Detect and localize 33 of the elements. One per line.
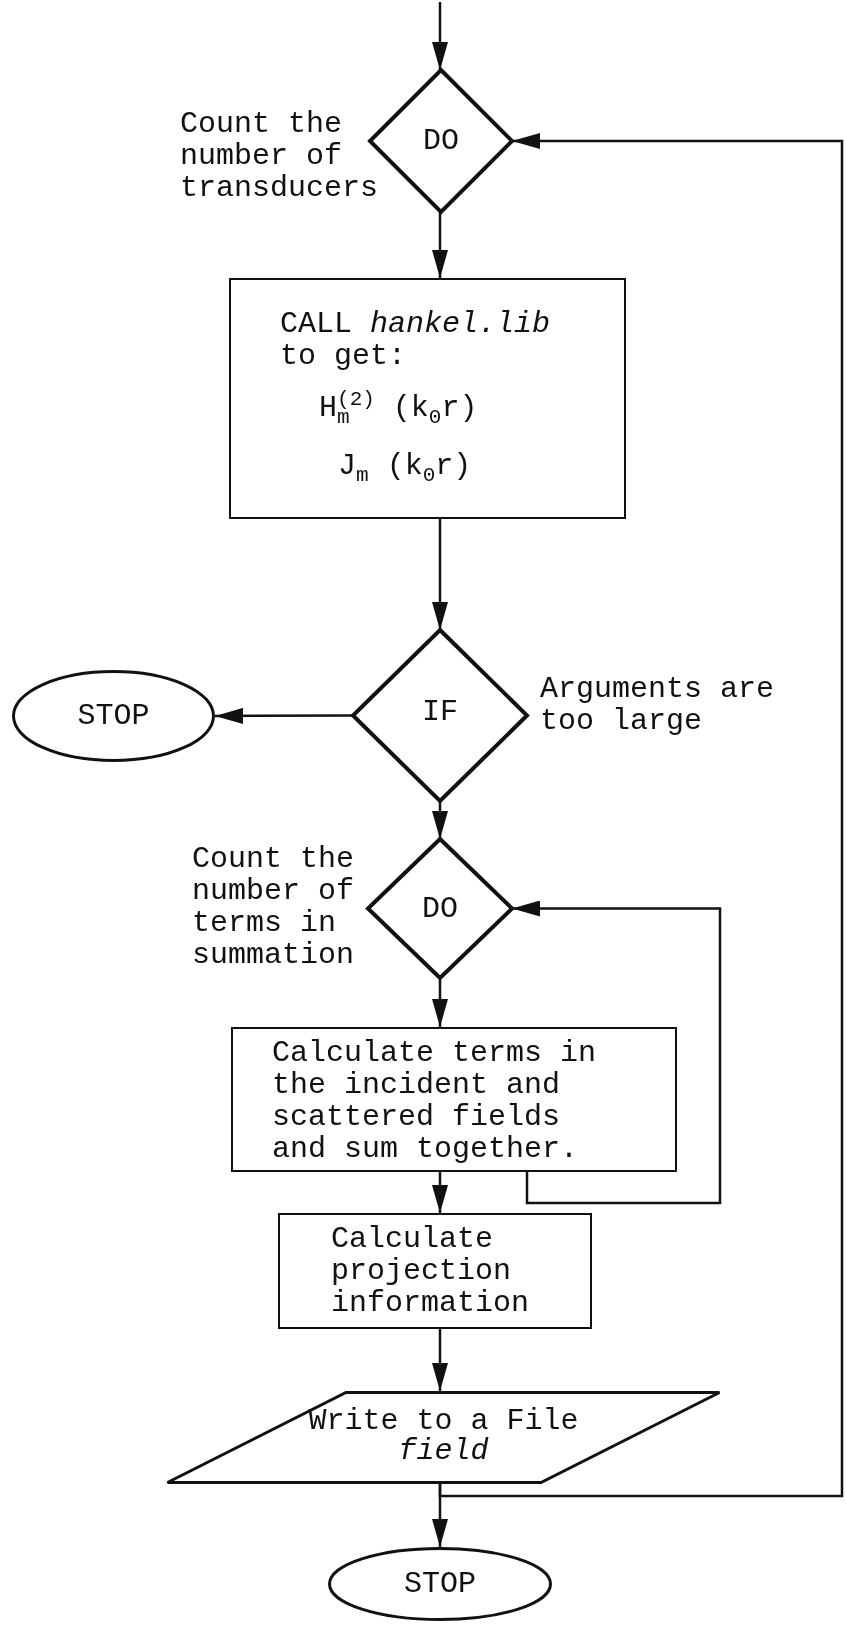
- node-label: Calculate projection information: [331, 1223, 531, 1319]
- node-label: H$_{m}$$^{(2)}$ (k$_{0}$r): [319, 392, 479, 424]
- process-box: [231, 1027, 677, 1172]
- node-label: Write to a File: [307, 1405, 580, 1437]
- node-label: J$_{m}$ (k$_{0}$r): [338, 450, 473, 482]
- annotation-text: Count the number of terms in summation: [192, 843, 356, 971]
- node-label: STOP: [76, 700, 151, 732]
- process-box: [229, 278, 626, 519]
- arrow: [438, 133, 844, 1498]
- arrow: [432, 1172, 448, 1213]
- output-parallelogram: [166, 1391, 721, 1484]
- arrow: [512, 900, 722, 1205]
- arrow: [432, 1329, 448, 1391]
- arrow: [432, 2, 448, 70]
- node-label: DO: [422, 125, 460, 157]
- decision-diamond: [353, 630, 527, 801]
- arrow: [432, 978, 448, 1027]
- terminator-ellipse: [12, 670, 215, 762]
- decision-diamond: [368, 839, 512, 978]
- node-label: CALL hankel.lib to get:: [280, 308, 552, 372]
- node-label: IF: [421, 696, 459, 728]
- node-label: STOP: [403, 1568, 477, 1600]
- node-label: Calculate terms in the incident and scattered fields and sum together.: [272, 1037, 598, 1165]
- terminator-ellipse: [328, 1547, 552, 1621]
- arrow: [432, 212, 448, 278]
- arrow: [215, 707, 353, 724]
- node-label: field: [397, 1435, 490, 1467]
- node-label: DO: [421, 893, 459, 925]
- arrow: [432, 519, 448, 630]
- arrow: [432, 801, 448, 839]
- annotation-text: Count the number of transducers: [180, 108, 380, 204]
- annotation-text: Arguments are too large: [540, 673, 776, 737]
- process-box: [278, 1213, 592, 1329]
